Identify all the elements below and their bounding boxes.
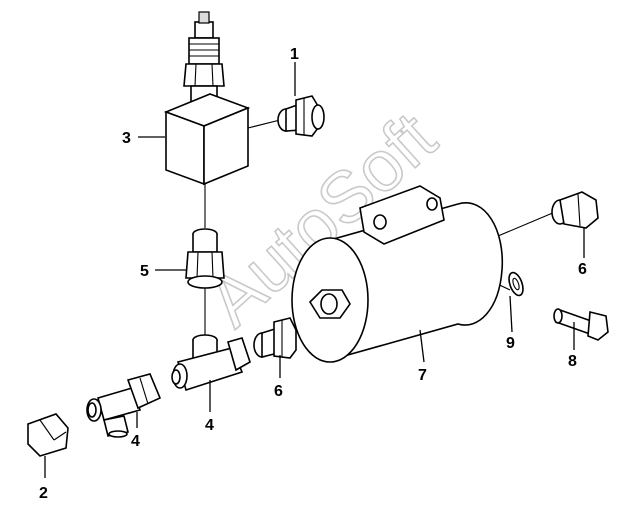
label-part-7: 7 [418, 367, 427, 384]
label-part-4-elbow: 4 [131, 433, 140, 450]
part-6-fitting [253, 317, 297, 359]
part-1-fitting [277, 95, 325, 137]
label-part-9: 9 [506, 335, 515, 352]
part-7-cylinder [291, 185, 504, 363]
part-6-right-fitting [551, 191, 599, 229]
label-part-3: 3 [122, 130, 131, 147]
label-part-5: 5 [140, 263, 149, 280]
part-5-union [185, 228, 225, 289]
label-part-8: 8 [568, 353, 577, 370]
part-8-bolt [553, 308, 609, 341]
part-4-tee-fitting [171, 334, 251, 392]
label-part-1: 1 [290, 46, 299, 63]
part-3-pressure-switch [163, 11, 251, 186]
leader-lines [44, 62, 585, 478]
label-part-6-middle: 6 [274, 383, 283, 400]
label-part-2: 2 [39, 485, 48, 502]
part-2-cap [27, 413, 69, 457]
label-part-4-tee: 4 [205, 417, 214, 434]
part-9-washer [508, 271, 524, 297]
part-4-elbow-fitting [86, 373, 162, 438]
label-part-6-right: 6 [578, 261, 587, 278]
